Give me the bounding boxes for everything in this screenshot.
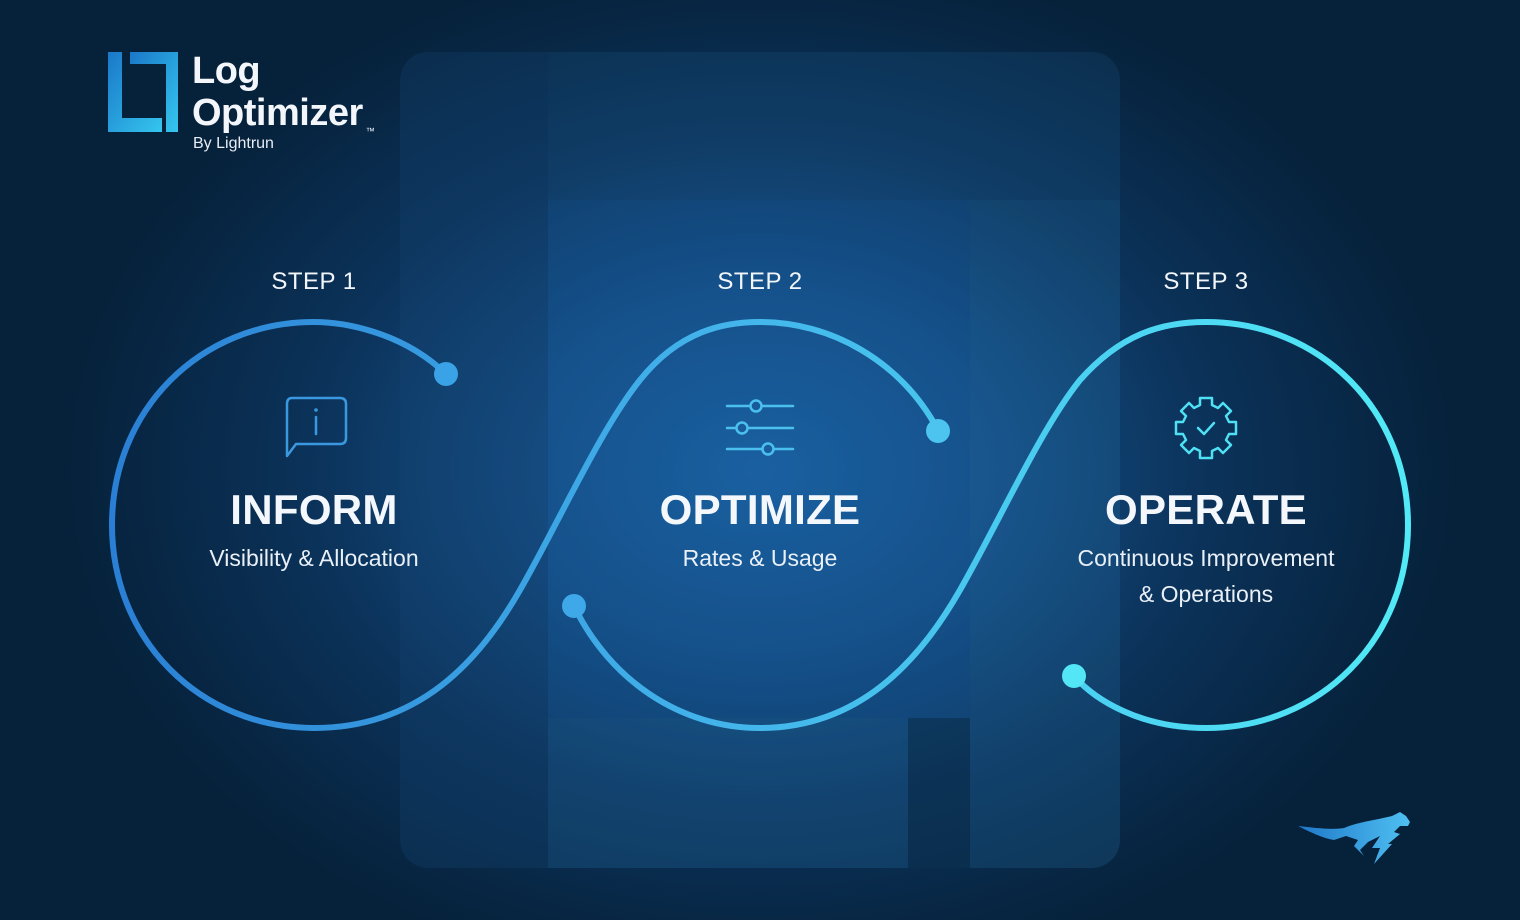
- step-1-label: STEP 1: [271, 268, 357, 295]
- step-2-subtitle: Rates & Usage: [682, 545, 838, 571]
- background-logo-shape: [400, 52, 1120, 868]
- background-shape-bottom: [548, 718, 908, 868]
- step-3-label: STEP 3: [1163, 268, 1249, 295]
- curve-endpoints: [434, 362, 1086, 688]
- background-shape-right: [970, 200, 1120, 868]
- step-1-title: INFORM: [230, 486, 398, 533]
- lightrun-cheetah-icon: [1298, 812, 1410, 864]
- log-optimizer-logo-icon: [108, 52, 178, 132]
- info-chat-icon: [285, 396, 348, 458]
- step-2-title: OPTIMIZE: [659, 486, 861, 533]
- step-3-subtitle: Continuous Improvement & Operations: [1026, 540, 1386, 612]
- step-3-title: OPERATE: [1104, 486, 1307, 533]
- endpoint-dot: [1062, 664, 1086, 688]
- endpoint-dot: [434, 362, 458, 386]
- brand-name-line1: Log: [192, 50, 261, 92]
- step-3-subtitle-line2: & Operations: [1138, 581, 1274, 607]
- endpoint-dot: [562, 594, 586, 618]
- background-shape-column: [400, 52, 548, 868]
- background-shape-inner: [548, 200, 970, 718]
- background-shape-gap: [908, 718, 970, 868]
- brand-name-line2: Optimizer: [192, 92, 363, 134]
- gear-check-icon: [1174, 396, 1238, 460]
- trademark: ™: [365, 126, 375, 136]
- brand-byline: By Lightrun: [193, 135, 274, 152]
- step-2-label: STEP 2: [717, 268, 803, 295]
- step-3-subtitle-line1: Continuous Improvement: [1077, 545, 1335, 571]
- step-1-subtitle: Visibility & Allocation: [209, 545, 419, 571]
- endpoint-dot: [926, 419, 950, 443]
- sliders-icon: [725, 399, 795, 456]
